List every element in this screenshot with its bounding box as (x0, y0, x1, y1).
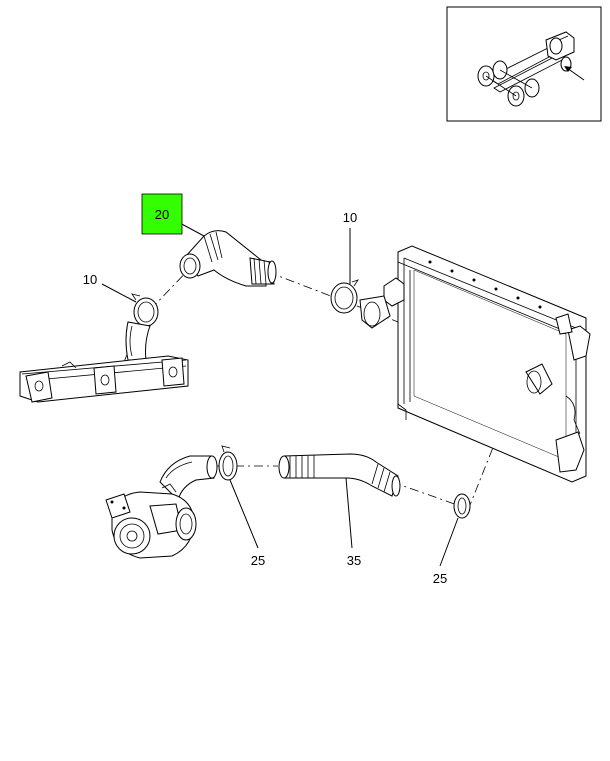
top-rail-fasteners (428, 260, 542, 309)
clamp-10-right (330, 279, 359, 314)
callout-25-right: 25 (433, 571, 447, 586)
clamp-25-right (453, 493, 471, 519)
callout-25-left: 25 (251, 553, 265, 568)
clamp-10-left (131, 293, 159, 327)
callout-35: 35 (347, 553, 361, 568)
callout-10-right: 10 (343, 210, 357, 225)
charge-air-cooler (359, 245, 591, 483)
intake-manifold (19, 321, 189, 403)
locator-inset (446, 6, 602, 122)
truck-chassis-icon (477, 31, 575, 107)
highlight-box-20 (141, 193, 183, 235)
clamp-25-left (218, 445, 238, 481)
turbocharger (105, 455, 218, 559)
arrow-icon (564, 66, 585, 81)
callout-20: 20 (155, 207, 169, 222)
hose-elbow-20 (179, 230, 277, 287)
hose-35 (278, 453, 401, 497)
callout-10-left: 10 (83, 272, 97, 287)
